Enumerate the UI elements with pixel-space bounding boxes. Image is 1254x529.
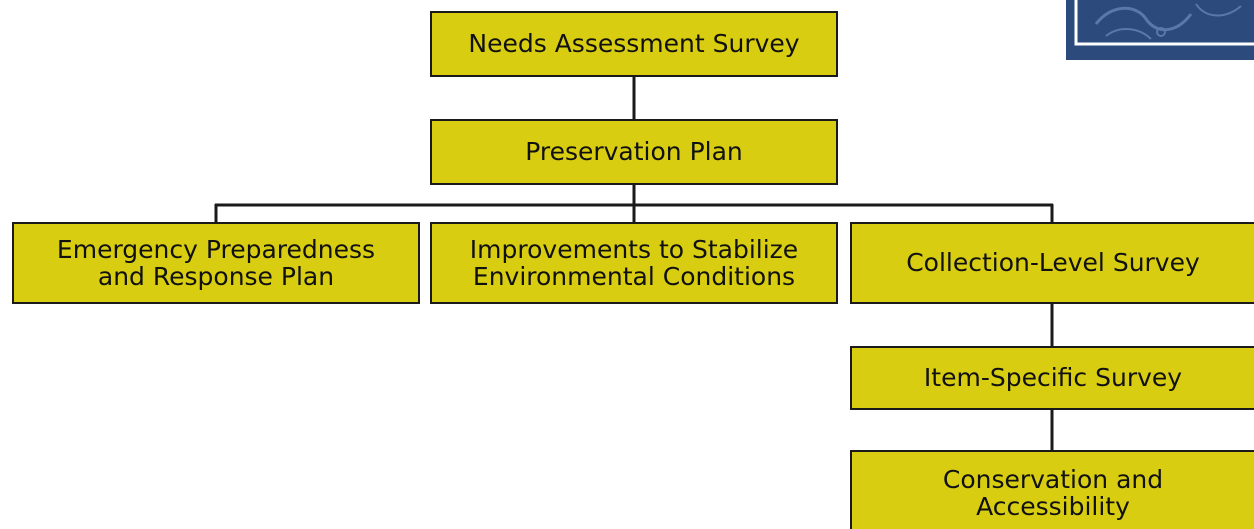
node-conservation-accessibility: Conservation and Accessibility	[850, 450, 1254, 529]
node-improvements-environmental: Improvements to Stabilize Environmental …	[430, 222, 838, 304]
node-emergency-preparedness: Emergency Preparedness and Response Plan	[12, 222, 420, 304]
decorative-logo-corner	[1066, 0, 1254, 60]
node-collection-level-survey: Collection-Level Survey	[850, 222, 1254, 304]
node-preservation-plan: Preservation Plan	[430, 119, 838, 185]
node-item-specific-survey: Item-Specific Survey	[850, 346, 1254, 410]
node-needs-assessment-survey: Needs Assessment Survey	[430, 11, 838, 77]
